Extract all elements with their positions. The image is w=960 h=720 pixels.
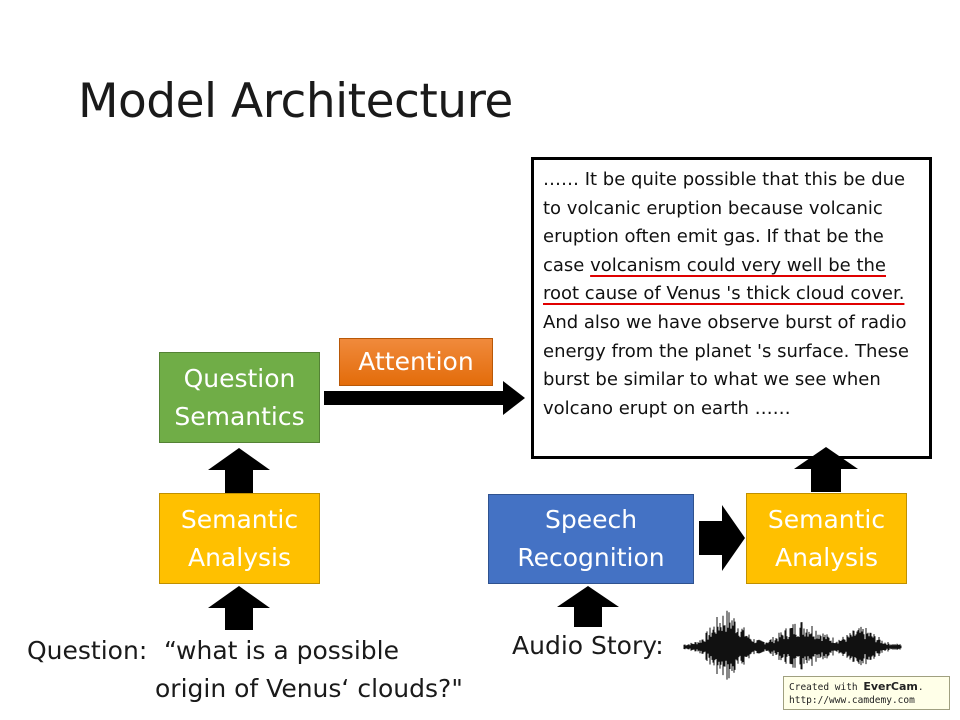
- slide-title: Model Architecture: [78, 74, 513, 129]
- semantic-analysis-left-label: Semantic Analysis: [180, 504, 299, 572]
- attention-right-arrow: [324, 381, 525, 415]
- credit-line: Created with EverCam.: [789, 680, 924, 693]
- story-text-after: And also we have observe burst of radio …: [543, 311, 909, 419]
- semantic-analysis-left-box: Semantic Analysis: [159, 493, 320, 584]
- semantic-analysis-right-label: Semantic Analysis: [767, 504, 886, 572]
- right-arrow-speech-to-semantic: [699, 505, 745, 571]
- up-arrow-right: [794, 447, 858, 492]
- audio-story-label: Audio Story:: [512, 631, 664, 660]
- story-text-highlight: volcanism could very well be the root ca…: [543, 254, 905, 305]
- credit-url: http://www.camdemy.com: [789, 695, 915, 706]
- audio-waveform-image: [683, 610, 902, 680]
- up-arrow-speech: [557, 586, 619, 627]
- story-text-box: …… It be quite possible that this be due…: [531, 157, 932, 459]
- question-line2: origin of Venus‘ clouds?": [155, 674, 463, 703]
- speech-recognition-box: Speech Recognition: [488, 494, 694, 584]
- attention-label: Attention: [358, 347, 474, 376]
- question-line1: “what is a possible: [164, 636, 399, 665]
- evercam-credit: Created with EverCam. http://www.camdemy…: [783, 676, 950, 710]
- speech-recognition-label: Speech Recognition: [517, 505, 665, 572]
- up-arrow-left-upper: [208, 448, 270, 493]
- question-semantics-label: Question Semantics: [174, 363, 305, 431]
- question-label: Question:: [27, 636, 148, 665]
- waveform-trace: [683, 610, 902, 680]
- semantic-analysis-right-box: Semantic Analysis: [746, 493, 907, 584]
- story-text-before: …… It be quite possible that this be due…: [543, 169, 906, 276]
- question-semantics-box: Question Semantics: [159, 352, 320, 443]
- attention-box: Attention: [339, 338, 493, 386]
- up-arrow-left-lower: [208, 586, 270, 630]
